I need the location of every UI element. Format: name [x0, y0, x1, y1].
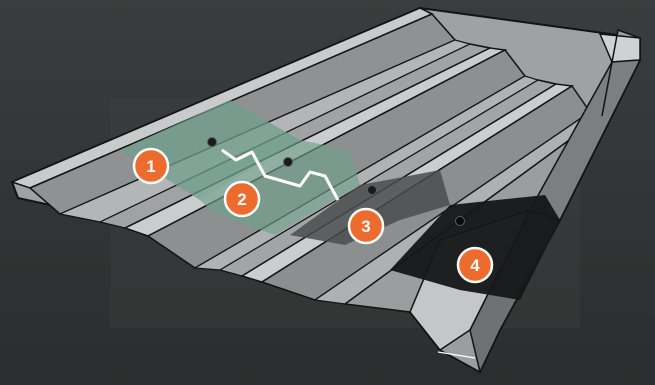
marker-4: 4 [458, 248, 492, 282]
marker-1: 1 [134, 149, 168, 183]
marker-3: 3 [349, 209, 383, 243]
marker-2: 2 [225, 182, 259, 216]
marker-1-label: 1 [146, 157, 155, 176]
marker-3-label: 3 [361, 217, 370, 236]
marker-4-label: 4 [470, 256, 480, 275]
marker-2-label: 2 [237, 190, 246, 209]
